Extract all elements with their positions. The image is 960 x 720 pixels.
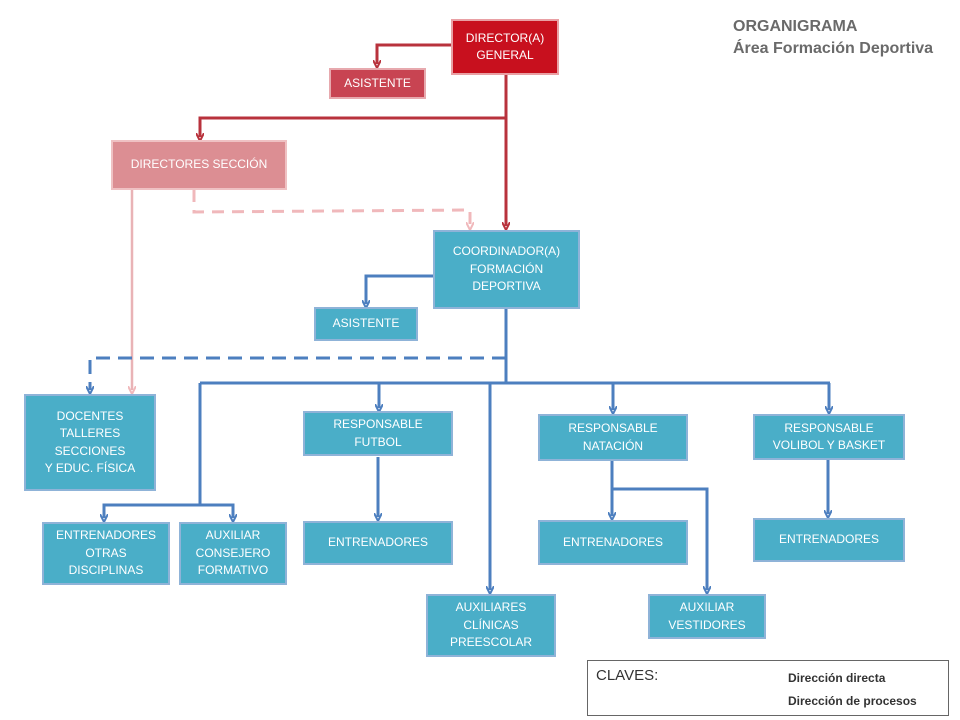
- node-entrenadores-volibol: ENTRENADORES: [753, 518, 905, 562]
- node-entrenadores-natacion: ENTRENADORES: [538, 520, 688, 565]
- line-seccion-coordinador-dashed: [192, 190, 470, 226]
- line-director-asistente: [377, 43, 451, 64]
- node-docentes: DOCENTES TALLERES SECCIONES Y EDUC. FÍSI…: [24, 394, 156, 491]
- node-director-general: DIRECTOR(A) GENERAL: [451, 19, 559, 75]
- node-responsable-futbol: RESPONSABLE FUTBOL: [303, 411, 453, 456]
- chart-title: ORGANIGRAMA Área Formación Deportiva: [733, 16, 933, 61]
- node-coordinador: COORDINADOR(A) FORMACIÓN DEPORTIVA: [433, 230, 580, 309]
- node-auxiliares-clinicas: AUXILIARES CLÍNICAS PREESCOLAR: [426, 594, 556, 657]
- node-responsable-natacion: RESPONSABLE NATACIÓN: [538, 414, 688, 461]
- legend-title: CLAVES:: [596, 667, 659, 684]
- line-to-entrenadores-otras: [104, 503, 200, 518]
- line-coord-asistente: [366, 274, 434, 304]
- line-docentes-dashed: [90, 356, 506, 390]
- node-responsable-volibol: RESPONSABLE VOLIBOL Y BASKET: [753, 414, 905, 460]
- chart-title-line1: ORGANIGRAMA: [733, 18, 858, 35]
- node-entrenadores-futbol: ENTRENADORES: [303, 521, 453, 565]
- node-auxiliar-consejero: AUXILIAR CONSEJERO FORMATIVO: [179, 522, 287, 585]
- node-asistente-director: ASISTENTE: [329, 68, 426, 99]
- node-directores-seccion: DIRECTORES SECCIÓN: [111, 140, 287, 190]
- legend: CLAVES: Dirección directa Dirección de p…: [587, 660, 949, 716]
- legend-process-label: Dirección de procesos: [788, 694, 917, 708]
- red-direct-lines: [200, 43, 506, 226]
- blue-direct-lines: [104, 274, 830, 590]
- line-to-auxiliar-consejero: [200, 503, 233, 518]
- node-asistente-coordinador: ASISTENTE: [314, 307, 418, 341]
- node-entrenadores-otras: ENTRENADORES OTRAS DISCIPLINAS: [42, 522, 170, 585]
- line-to-directores-seccion: [200, 116, 506, 137]
- node-auxiliar-vestidores: AUXILIAR VESTIDORES: [648, 594, 766, 639]
- line-natacion-vestidores: [612, 487, 707, 590]
- chart-title-line2: Área Formación Deportiva: [733, 40, 934, 58]
- legend-direct-label: Dirección directa: [788, 671, 886, 685]
